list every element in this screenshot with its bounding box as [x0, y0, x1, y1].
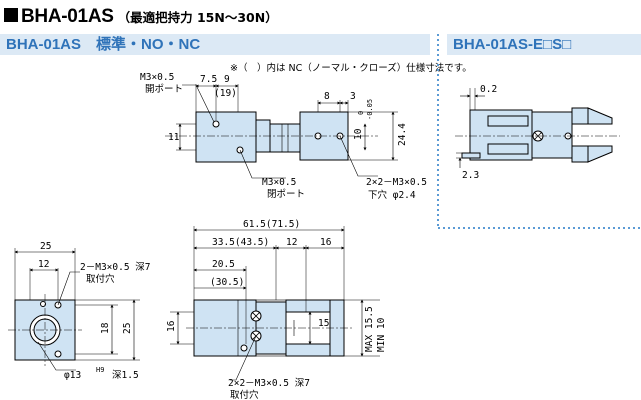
dim-11: 11 — [168, 132, 180, 143]
end-screw-sub: 取付穴 — [86, 273, 115, 285]
close-port-sub: 閉ポート — [267, 189, 305, 200]
jaw-screw-label: 2×2－M3×0.5 — [366, 177, 427, 188]
side-dim-16-top: 16 — [320, 237, 332, 248]
close-port-label: M3×0.5 — [262, 177, 296, 188]
end-dim-25: 25 — [40, 241, 51, 252]
end-view: 25 12 2－M3×0.5 深7 取付穴 18 25 φ13 H9 深1.5 — [8, 241, 150, 381]
dim-10: 10 — [353, 128, 364, 140]
side-screw-sub: 取付穴 — [230, 389, 259, 400]
bore-depth: 深1.5 — [112, 370, 139, 381]
jaw-hole-label: 下穴 φ2.4 — [368, 189, 416, 201]
stroke-max-label: MAX 15.5 — [364, 306, 375, 352]
sensor-view: 0.2 2.3 — [455, 84, 620, 181]
open-port-label: M3×0.5 — [140, 72, 174, 83]
port-hole-icon — [40, 301, 46, 307]
section-title-standard: BHA-01AS 標準・NO・NC — [0, 34, 430, 55]
dim-9: 9 — [224, 74, 230, 85]
side-hole-icon — [240, 344, 248, 352]
sensor-jaw-top — [571, 107, 589, 125]
title-row: BHA-01AS （最適把持力 15N～30N） — [4, 6, 278, 30]
end-dim-12: 12 — [38, 259, 49, 270]
dim-7-5: 7.5 — [200, 74, 217, 85]
side-dim-20-5: 20.5 — [212, 259, 235, 270]
open-port-icon — [212, 120, 220, 128]
title-square-icon — [4, 8, 18, 22]
page-subtitle: （最適把持力 15N～30N） — [117, 10, 278, 25]
tol-minus: -0.05 — [366, 99, 374, 120]
section-title-sensor: BHA-01AS-E□S□ — [447, 34, 641, 55]
dim-24-4: 24.4 — [397, 123, 408, 146]
side-view: 61.5(71.5) 33.5(43.5) 12 16 20.5 (30.5) … — [166, 219, 387, 400]
top-view: 7.5 9 (19) M3×0.5 開ポート 8 3 11 10 0 -0.05… — [140, 72, 427, 201]
open-port-sub: 開ポート — [145, 84, 183, 95]
end-dim-25-side: 25 — [122, 323, 133, 334]
dim-3: 3 — [350, 91, 356, 102]
sensor-cable — [461, 152, 481, 159]
tol-0: 0 — [357, 111, 365, 115]
end-screw-label: 2－M3×0.5 深7 — [80, 262, 150, 273]
stroke-min-label: MIN 10 — [376, 317, 387, 352]
side-dim-30-5: (30.5) — [210, 277, 244, 288]
side-screw-label: 2×2－M3×0.5 深7 — [228, 378, 310, 389]
dim-19: (19) — [214, 88, 237, 99]
mount-hole-icon — [54, 350, 62, 358]
sensor-dim-0-2: 0.2 — [480, 84, 497, 95]
page-title: BHA-01AS — [21, 6, 114, 27]
bore-label: φ13 — [64, 370, 81, 381]
nc-note: ※（ ）内は NC（ノーマル・クローズ）仕様寸法です。 — [230, 63, 472, 74]
top-body — [195, 111, 257, 163]
side-dim-61-5: 61.5(71.5) — [243, 219, 300, 230]
side-dim-15: 15 — [318, 318, 329, 329]
side-dim-12: 12 — [286, 237, 297, 248]
side-dim-16-left: 16 — [166, 320, 177, 332]
bore-tol: H9 — [96, 366, 104, 374]
sensor-dim-2-3: 2.3 — [462, 170, 479, 181]
side-dim-33-5: 33.5(43.5) — [212, 237, 269, 248]
dim-8: 8 — [324, 91, 330, 102]
sensor-jaw-bottom — [571, 145, 589, 163]
top-slider — [269, 123, 301, 153]
end-dim-18: 18 — [100, 322, 111, 334]
